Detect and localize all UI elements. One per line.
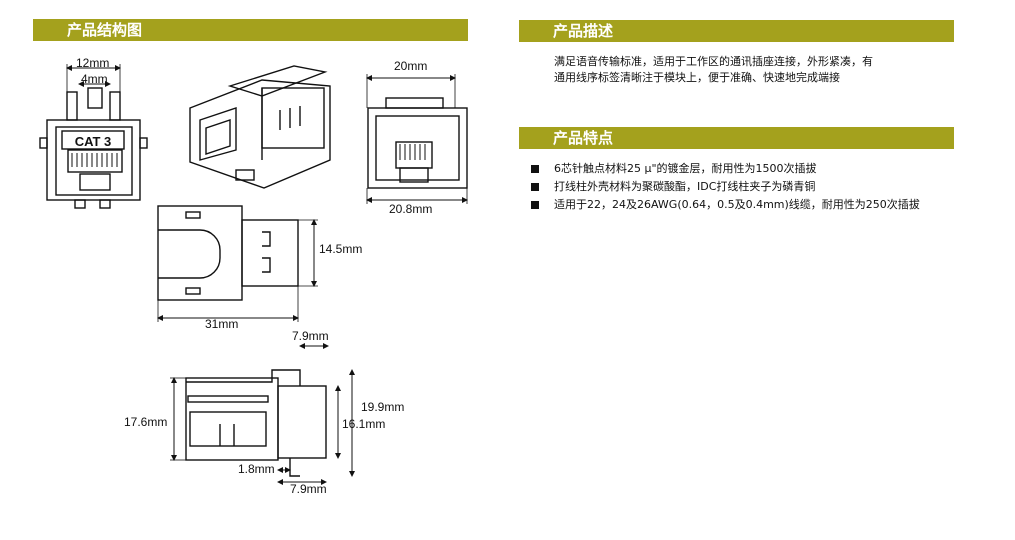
section-header-structure: 产品结构图: [33, 19, 468, 41]
bottom-view-drawing: [170, 343, 355, 485]
dim-14-5mm: 14.5mm: [319, 242, 363, 256]
description-line-1: 满足语音传输标准，适用于工作区的通讯插座连接，外形紧凑，有: [554, 55, 873, 68]
feature-item: 打线柱外壳材料为聚碳酸酯，IDC打线柱夹子为磷青铜: [531, 178, 920, 196]
dim-31mm: 31mm: [205, 317, 239, 331]
feature-item: 适用于22，24及26AWG(0.64，0.5及0.4mm)线缆，耐用性为250…: [531, 196, 920, 214]
dim-1-8mm: 1.8mm: [238, 462, 275, 476]
dim-4mm: 4mm: [81, 72, 108, 86]
square-bullet-icon: [531, 183, 539, 191]
isometric-view-drawing: [189, 65, 331, 189]
dim-7-9mm-top: 7.9mm: [292, 329, 329, 343]
section-header-features: 产品特点: [519, 127, 954, 149]
square-bullet-icon: [531, 165, 539, 173]
product-description: 满足语音传输标准，适用于工作区的通讯插座连接，外形紧凑，有 通用线序标签清晰注于…: [554, 54, 954, 86]
feature-list: 6芯针触点材料25 μ"的镀金层，耐用性为1500次插拔 打线柱外壳材料为聚碳酸…: [531, 160, 920, 214]
dim-16-1mm: 16.1mm: [342, 417, 386, 431]
section-header-description: 产品描述: [519, 20, 954, 42]
description-line-2: 通用线序标签清晰注于模块上，便于准确、快速地完成端接: [554, 71, 840, 84]
dim-20mm: 20mm: [394, 59, 428, 73]
square-bullet-icon: [531, 201, 539, 209]
dim-20-8mm: 20.8mm: [389, 202, 433, 216]
dim-19-9mm: 19.9mm: [361, 400, 405, 414]
cat-label: CAT 3: [75, 134, 112, 149]
dim-17-6mm: 17.6mm: [124, 415, 168, 429]
top-view-drawing: [366, 74, 468, 204]
feature-item: 6芯针触点材料25 μ"的镀金层，耐用性为1500次插拔: [531, 160, 920, 178]
side-view-drawing: [157, 205, 318, 322]
dim-12mm: 12mm: [76, 56, 110, 70]
front-view-drawing: [39, 64, 148, 209]
dim-7-9mm-bottom: 7.9mm: [290, 482, 327, 496]
